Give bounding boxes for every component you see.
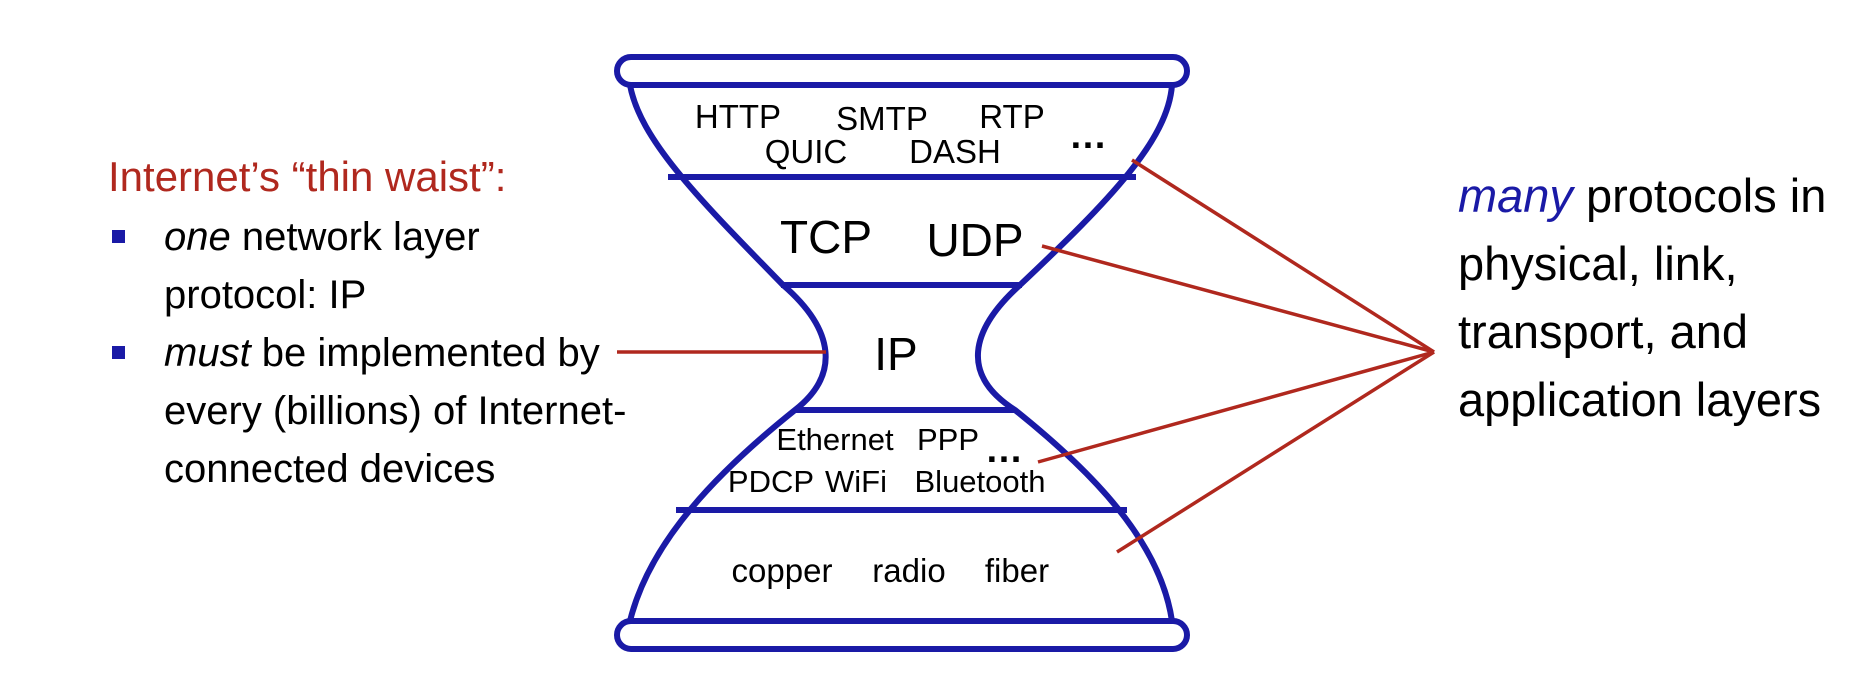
- many-protocols-text: protocols in physical, link, transport, …: [1458, 169, 1827, 426]
- protocol-ppp: PPP: [917, 422, 979, 457]
- connector-link: [1037, 350, 1435, 464]
- top-cap: [614, 54, 1190, 88]
- thin-waist-panel: Internet’s “thin waist”: one network lay…: [108, 148, 628, 498]
- protocol-smtp: SMTP: [836, 100, 928, 137]
- protocol-dash: DASH: [909, 133, 1001, 170]
- many-protocols-note: many protocols in physical, link, transp…: [1458, 162, 1858, 434]
- application-ellipsis: …: [1069, 115, 1107, 157]
- medium-fiber: fiber: [985, 552, 1049, 589]
- bullet-emphasis: must: [164, 331, 251, 375]
- protocol-ethernet: Ethernet: [776, 422, 894, 457]
- bullet-text: network layer protocol: IP: [164, 215, 480, 317]
- protocol-wifi: WiFi: [825, 464, 887, 499]
- connector-transport: [1041, 244, 1435, 354]
- bullet-must-implement: must be implemented by every (billions) …: [108, 324, 628, 498]
- connector-app: [1131, 158, 1435, 354]
- protocol-quic: QUIC: [765, 133, 848, 170]
- protocol-pdcp: PDCP: [728, 464, 814, 499]
- hourglass-right-side: [975, 84, 1175, 622]
- bullet-text: be implemented by every (billions) of In…: [164, 331, 627, 491]
- protocol-udp: UDP: [926, 214, 1023, 266]
- connector-physical: [1116, 350, 1435, 554]
- thin-waist-bullets: one network layer protocol: IP must be i…: [108, 208, 628, 498]
- protocol-tcp: TCP: [780, 211, 872, 263]
- medium-radio: radio: [872, 552, 945, 589]
- bullet-one-protocol: one network layer protocol: IP: [108, 208, 628, 324]
- thin-waist-title: Internet’s “thin waist”:: [108, 153, 507, 200]
- protocol-bluetooth: Bluetooth: [915, 464, 1046, 499]
- medium-copper: copper: [732, 552, 833, 589]
- link-ellipsis: …: [985, 429, 1023, 471]
- bullet-square-icon: [112, 230, 125, 243]
- protocol-rtp: RTP: [979, 98, 1044, 135]
- bullet-emphasis: one: [164, 215, 231, 259]
- many-emphasis: many: [1458, 169, 1573, 222]
- protocol-ip: IP: [874, 328, 917, 380]
- bullet-square-icon: [112, 346, 125, 359]
- bottom-cap: [614, 618, 1190, 652]
- protocol-http: HTTP: [695, 98, 781, 135]
